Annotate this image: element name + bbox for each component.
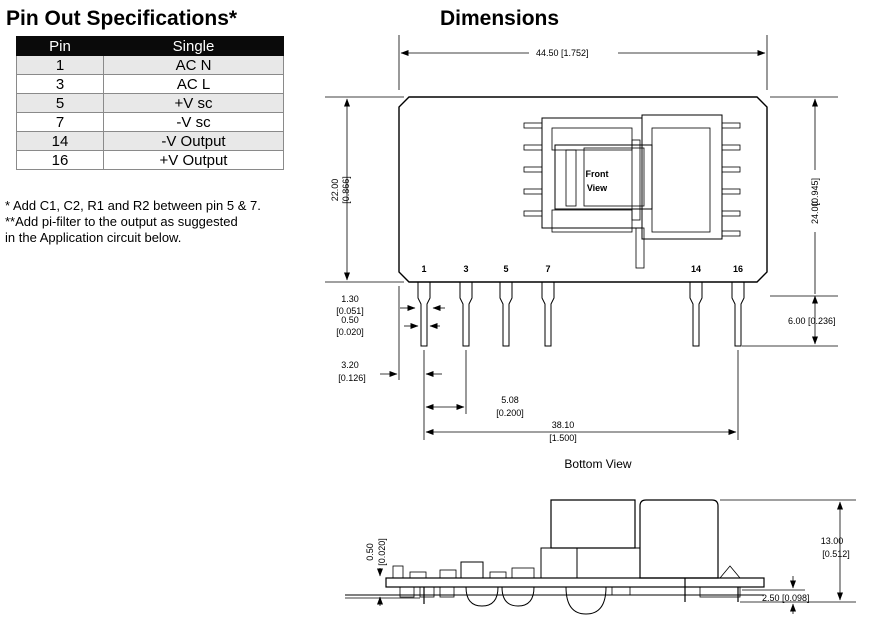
edge-offset-mm: 3.20 (341, 360, 359, 370)
function-cell: +V Output (103, 150, 284, 170)
function-cell: -V sc (103, 112, 284, 132)
pitch-mm: 5.08 (501, 395, 519, 405)
span-in: [1.500] (549, 433, 577, 443)
span-mm: 38.10 (552, 420, 575, 430)
front-label-1: Front (586, 169, 609, 179)
pin-label-1: 1 (421, 264, 426, 274)
side-height-mm: 13.00 (821, 536, 844, 546)
pin-label-14: 14 (691, 264, 701, 274)
pin-cell: 1 (16, 55, 104, 75)
side-standoff-mm: 0.50 (365, 543, 375, 561)
table-row: 7 -V sc (16, 112, 284, 132)
side-view (345, 499, 856, 615)
side-standoff-in: [0.020] (377, 538, 387, 566)
pin-width-mm: 0.50 (341, 315, 359, 325)
header-single: Single (103, 36, 284, 56)
pin-length-label: 6.00 [0.236] (788, 316, 836, 326)
pin-cell: 16 (16, 150, 104, 170)
top-view (325, 35, 838, 440)
table-row: 14 -V Output (16, 131, 284, 151)
side-height-in: [0.512] (822, 549, 850, 559)
side-pin-label: 2.50 [0.098] (762, 593, 810, 603)
dimensions-title: Dimensions (440, 7, 560, 30)
function-cell: AC N (103, 55, 284, 75)
total-height-in: [0.945] (810, 178, 820, 206)
pinout-title: Pin Out Specifications* (6, 7, 238, 30)
pinout-table: Pin Single 1 AC N 3 AC L 5 +V sc 7 -V sc… (16, 36, 284, 170)
pinout-header-row: Pin Single (16, 36, 284, 56)
pin-dia-mm: 1.30 (341, 294, 359, 304)
edge-offset-in: [0.126] (338, 373, 366, 383)
note-line: in the Application circuit below. (5, 230, 182, 245)
front-label-2: View (587, 183, 608, 193)
function-cell: -V Output (103, 131, 284, 151)
function-cell: +V sc (103, 93, 284, 113)
table-row: 1 AC N (16, 55, 284, 75)
pin-label-3: 3 (463, 264, 468, 274)
table-row: 16 +V Output (16, 150, 284, 170)
body-height-mm: 22.00 (330, 179, 340, 202)
table-row: 3 AC L (16, 74, 284, 94)
header-pin: Pin (16, 36, 104, 56)
bottom-view-label: Bottom View (564, 457, 631, 471)
pin-label-5: 5 (503, 264, 508, 274)
pin-label-16: 16 (733, 264, 743, 274)
pin-width-in: [0.020] (336, 327, 364, 337)
total-height-mm: 24.00 (810, 201, 820, 224)
pinout-notes: * Add C1, C2, R1 and R2 between pin 5 & … (5, 198, 261, 246)
width-dim-label: 44.50 [1.752] (536, 48, 589, 58)
pitch-in: [0.200] (496, 408, 524, 418)
pin-cell: 14 (16, 131, 104, 151)
note-line: * Add C1, C2, R1 and R2 between pin 5 & … (5, 198, 261, 213)
pin-label-7: 7 (545, 264, 550, 274)
body-height-in: [0.866] (341, 176, 351, 204)
pin-dia-in: [0.051] (336, 306, 364, 316)
note-line: **Add pi-filter to the output as suggest… (5, 214, 238, 229)
